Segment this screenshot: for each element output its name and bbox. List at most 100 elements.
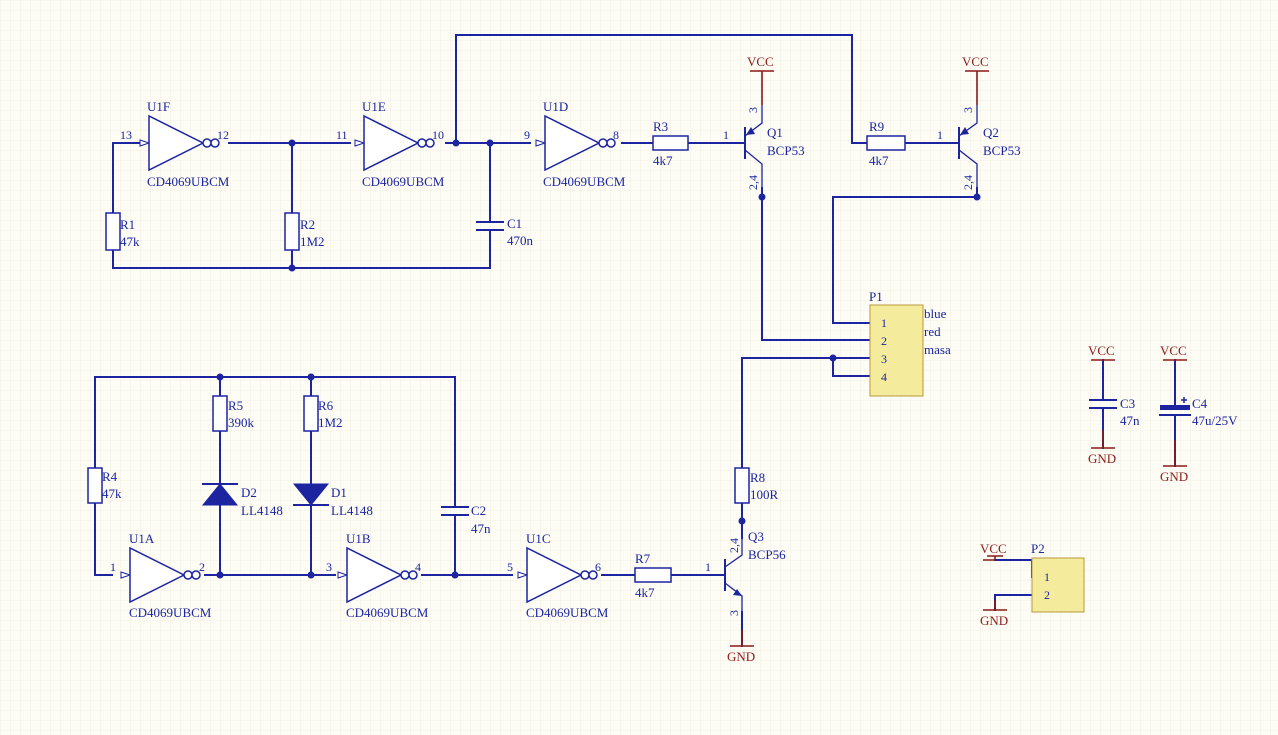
d2-value: LL4148 — [241, 503, 283, 518]
p1-label-blue: blue — [924, 306, 947, 321]
u1c-pin-out: 6 — [595, 560, 601, 574]
capacitor-c4[interactable]: C4 47u/25V — [1159, 396, 1238, 428]
resistor-r3[interactable]: R3 4k7 — [652, 119, 689, 168]
q1-pin-b: 1 — [723, 128, 729, 142]
c2-ref: C2 — [471, 503, 486, 518]
connector-p1[interactable]: P1 1 2 3 4 blue red masa — [869, 289, 951, 397]
r7-value: 4k7 — [635, 585, 655, 600]
q2-part: BCP53 — [983, 143, 1021, 158]
r2-ref: R2 — [300, 217, 315, 232]
resistor-r1[interactable]: R1 47k — [105, 212, 140, 251]
q1-pin-e: 3 — [746, 107, 760, 113]
p1-pin-1: 1 — [881, 316, 887, 330]
inverter-u1a[interactable]: 1 2 U1A CD4069UBCM — [110, 531, 212, 620]
diode-d2[interactable]: D2 LL4148 — [201, 483, 283, 518]
r8-value: 100R — [750, 487, 779, 502]
vcc-label-c3: VCC — [1088, 343, 1115, 358]
capacitor-c1[interactable]: C1 470n — [476, 216, 534, 248]
r5-ref: R5 — [228, 398, 243, 413]
r4-value: 47k — [102, 486, 122, 501]
gnd-symbol-p2: GND — [980, 600, 1008, 628]
q2-pin-b: 1 — [937, 128, 943, 142]
resistor-r8[interactable]: R8 100R — [734, 467, 779, 504]
r3-value: 4k7 — [653, 153, 673, 168]
resistor-r2[interactable]: R2 1M2 — [284, 212, 325, 251]
r3-ref: R3 — [653, 119, 668, 134]
r9-value: 4k7 — [869, 153, 889, 168]
c3-value: 47n — [1120, 413, 1140, 428]
q3-pin-b: 1 — [705, 560, 711, 574]
c1-value: 470n — [507, 233, 534, 248]
capacitor-c3[interactable]: C3 47n — [1089, 396, 1140, 428]
u1b-pin-in: 3 — [326, 560, 332, 574]
resistor-r9[interactable]: R9 4k7 — [866, 119, 906, 168]
inverter-u1f[interactable]: 13 12 U1F CD4069UBCM — [112, 99, 230, 189]
wires — [94, 34, 1176, 647]
gnd-symbol-c3: GND — [1088, 430, 1116, 466]
q3-pin-e: 3 — [727, 610, 741, 616]
resistor-r5[interactable]: R5 390k — [212, 395, 255, 432]
gnd-label-c3: GND — [1088, 451, 1116, 466]
q3-part: BCP56 — [748, 547, 786, 562]
u1a-part: CD4069UBCM — [129, 605, 212, 620]
c4-ref: C4 — [1192, 396, 1208, 411]
u1d-pin-out: 8 — [613, 128, 619, 142]
u1a-pin-in: 1 — [110, 560, 116, 574]
u1b-pin-out: 4 — [415, 560, 421, 574]
q1-part: BCP53 — [767, 143, 805, 158]
u1f-pin-out: 12 — [217, 128, 229, 142]
p1-pin-2: 2 — [881, 334, 887, 348]
inverter-u1b[interactable]: 3 4 U1B CD4069UBCM — [326, 531, 429, 620]
q2-ref: Q2 — [983, 125, 999, 140]
c3-ref: C3 — [1120, 396, 1135, 411]
junctions — [216, 139, 981, 579]
u1d-ref: U1D — [543, 99, 568, 114]
q2-pin-c: 2,4 — [961, 175, 975, 190]
connector-p2[interactable]: P2 1 2 — [1031, 541, 1085, 613]
vcc-symbol-q2: VCC — [962, 54, 989, 105]
p1-label-red: red — [924, 324, 941, 339]
transistor-q1[interactable]: 1 3 2,4 Q1 BCP53 — [723, 105, 805, 190]
vcc-symbol-c4: VCC — [1160, 343, 1187, 361]
u1c-ref: U1C — [526, 531, 551, 546]
inverter-u1e[interactable]: 11 10 U1E CD4069UBCM — [336, 99, 445, 189]
u1f-pin-in: 13 — [120, 128, 132, 142]
u1f-ref: U1F — [147, 99, 170, 114]
r6-ref: R6 — [318, 398, 334, 413]
resistor-r7[interactable]: R7 4k7 — [634, 551, 672, 600]
inverter-u1d[interactable]: 9 8 U1D CD4069UBCM — [524, 99, 626, 189]
vcc-label-q1: VCC — [747, 54, 774, 69]
resistor-r6[interactable]: R6 1M2 — [303, 395, 343, 432]
p1-pin-3: 3 — [881, 352, 887, 366]
transistor-q3[interactable]: 1 2,4 3 Q3 BCP56 — [705, 529, 786, 616]
u1e-pin-out: 10 — [432, 128, 444, 142]
p2-pin-1: 1 — [1044, 570, 1050, 584]
c1-ref: C1 — [507, 216, 522, 231]
capacitor-c2[interactable]: C2 47n — [441, 503, 491, 536]
r2-value: 1M2 — [300, 234, 325, 249]
gnd-symbol-q3: GND — [727, 630, 755, 664]
inverter-u1c[interactable]: 5 6 U1C CD4069UBCM — [507, 531, 609, 620]
r1-ref: R1 — [120, 217, 135, 232]
p1-ref: P1 — [869, 289, 883, 304]
vcc-symbol-p2: VCC — [980, 541, 1007, 561]
gnd-label-c4: GND — [1160, 469, 1188, 484]
transistor-q2[interactable]: 1 3 2,4 Q2 BCP53 — [937, 105, 1021, 190]
u1d-pin-in: 9 — [524, 128, 530, 142]
q3-pin-c: 2,4 — [727, 538, 741, 553]
d1-ref: D1 — [331, 485, 347, 500]
u1a-ref: U1A — [129, 531, 155, 546]
u1a-pin-out: 2 — [199, 560, 205, 574]
vcc-symbol-c3: VCC — [1088, 343, 1115, 361]
r5-value: 390k — [228, 415, 255, 430]
diode-d1[interactable]: D1 LL4148 — [292, 483, 373, 518]
r9-ref: R9 — [869, 119, 884, 134]
resistor-r4[interactable]: R4 47k — [87, 467, 122, 504]
vcc-label-p2: VCC — [980, 541, 1007, 556]
u1b-ref: U1B — [346, 531, 371, 546]
d1-value: LL4148 — [331, 503, 373, 518]
u1e-part: CD4069UBCM — [362, 174, 445, 189]
c4-value: 47u/25V — [1192, 413, 1238, 428]
